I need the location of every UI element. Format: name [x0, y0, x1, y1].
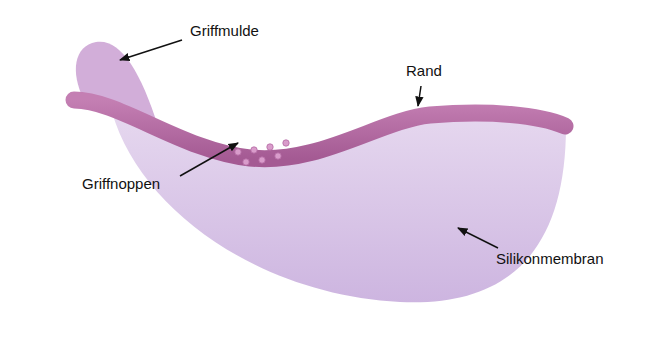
rim — [74, 100, 565, 159]
part-label: Silikonmembran — [496, 250, 604, 268]
part-label: Griffmulde — [190, 22, 259, 40]
grip-bumps — [235, 140, 289, 165]
part-label: Rand — [406, 62, 442, 80]
part-label: Griffnoppen — [82, 175, 160, 193]
leader-arrows — [120, 40, 498, 248]
